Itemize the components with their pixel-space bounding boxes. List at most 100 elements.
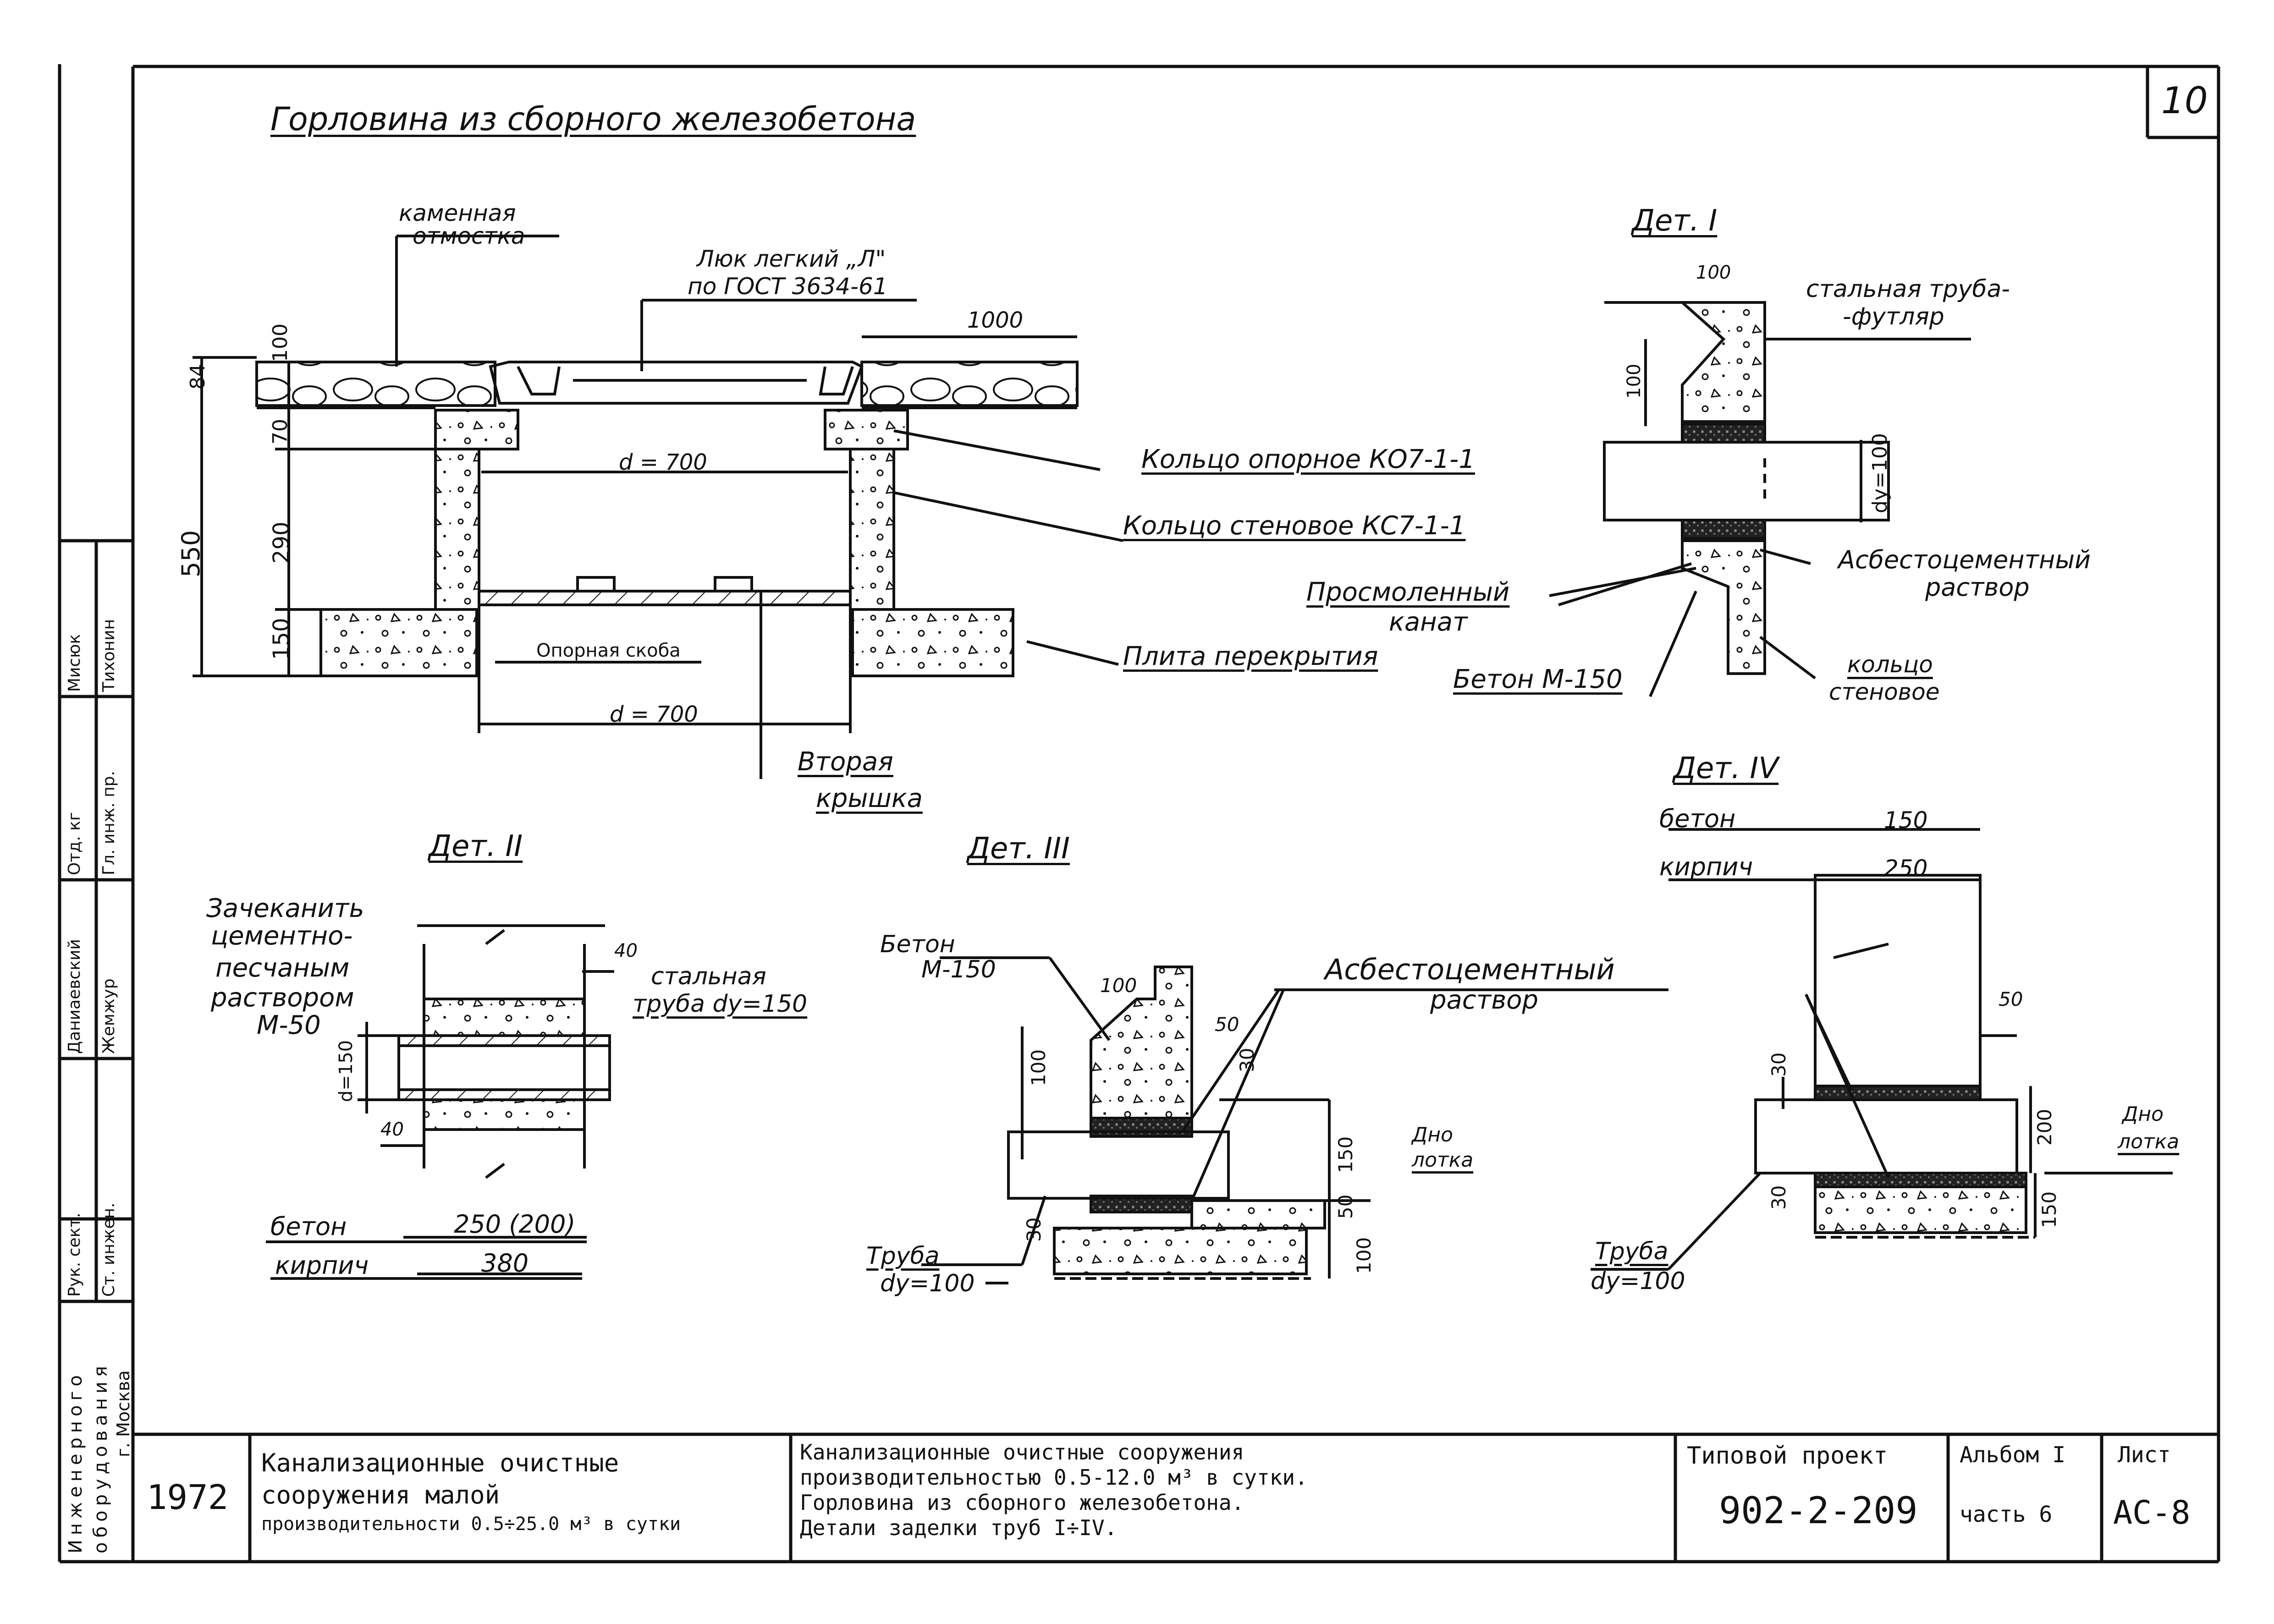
tb-year: 1972 [147, 1478, 229, 1517]
label-stone-paving-2: отмостка [413, 223, 525, 249]
detail-1-concrete: Бетон М-150 [1453, 664, 1623, 694]
side-role-3: Отд. кг [65, 812, 84, 875]
detail-1-tarred-rope-2: канат [1389, 607, 1468, 637]
side-org-1: Инженерного [65, 1371, 86, 1553]
detail-3-concrete-2: М-150 [921, 956, 996, 983]
detail-1-wall-lower [1681, 539, 1766, 675]
dim-1000: 1000 [967, 307, 1024, 333]
detail-4-dim-50: 50 [1999, 988, 2023, 1010]
detail-3-dim-150: 150 [1334, 1136, 1357, 1173]
detail-2-dim-d150: d=150 [336, 1040, 357, 1102]
detail-4-wall [1814, 874, 1982, 1087]
label-support-ring: Кольцо опорное КО7-1-1 [1141, 444, 1475, 474]
dim-70: 70 [269, 419, 292, 444]
tb-sheet-code: АС-8 [2113, 1494, 2191, 1531]
detail-1-dim-100-top: 100 [1696, 262, 1731, 283]
detail-3-dim-50: 50 [1215, 1013, 1239, 1036]
detail-1-steel-pipe-2: -футляр [1843, 303, 1944, 330]
detail-4-tray-bottom-1: Дно [2122, 1103, 2164, 1126]
stone-paving-left [255, 361, 496, 407]
detail-3-dim-30-low: 30 [1023, 1217, 1045, 1242]
detail-4-pipe-1: Труба [1595, 1238, 1668, 1265]
side-role-4: Гл. инж. пр. [99, 771, 118, 875]
detail-3-pipe [1007, 1130, 1230, 1200]
detail-4 [1591, 828, 2173, 1271]
detail-2-caulk-3: песчаным [215, 953, 350, 983]
detail-3-tray-bottom-2: лотка [1412, 1148, 1474, 1172]
detail-3-dim-100-side: 100 [1027, 1049, 1050, 1086]
detail-3-dim-50-low: 50 [1334, 1194, 1357, 1219]
detail-2-dim-40-top: 40 [614, 940, 638, 961]
detail-2-caulk-4: раствором [211, 983, 354, 1013]
tb-col2-3: Горловина из сборного железобетона. [800, 1490, 1244, 1515]
label-stone-paving-1: каменная [399, 200, 516, 226]
detail-4-dim-30: 30 [1767, 1052, 1790, 1077]
detail-2-brick: кирпич [275, 1251, 369, 1280]
detail-4-title: Дет. IV [1673, 752, 1778, 785]
label-slab: Плита перекрытия [1123, 642, 1378, 671]
detail-3-title: Дет. III [967, 832, 1070, 866]
detail-2-caulk-5: М-50 [257, 1010, 321, 1040]
wall-ring-left [434, 448, 480, 611]
detail-2-fill-bottom [423, 1098, 586, 1131]
detail-3-asbestos-2: раствор [1430, 985, 1539, 1015]
tb-project-label: Типовой проект [1687, 1442, 1888, 1470]
tb-col2-4: Детали заделки труб I÷IV. [800, 1515, 1118, 1540]
main-view [193, 235, 1123, 779]
tb-album-label: Альбом I [1960, 1442, 2066, 1468]
tb-project-number: 902-2-209 [1719, 1489, 1918, 1532]
tb-col1-2: сооружения малой [261, 1481, 500, 1509]
detail-4-dim-30-low: 30 [1767, 1185, 1790, 1210]
detail-2 [266, 924, 614, 1280]
tb-sheet-label: Лист [2118, 1442, 2171, 1468]
detail-4-dim-concrete: 150 [1884, 807, 1928, 834]
detail-3-fill [1190, 1199, 1326, 1229]
detail-2-fill-top [423, 998, 586, 1037]
detail-3-base [1053, 1227, 1308, 1275]
hatch-lid [489, 361, 864, 405]
detail-1-dim-dy100: dy=100 [1868, 433, 1892, 513]
detail-3-asbestos-1: Асбестоцементный [1325, 953, 1615, 986]
detail-4-tray-bottom-2: лотка [2118, 1130, 2180, 1153]
detail-2-caulk-1: Зачеканить [206, 894, 364, 923]
slab-right [851, 608, 1014, 677]
side-name-2: Жемжур [99, 978, 118, 1054]
detail-1-asbestos-2: раствор [1925, 573, 2030, 602]
label-second-cover-2: крышка [816, 784, 923, 813]
detail-3 [921, 956, 1668, 1284]
detail-1-wall-upper [1679, 301, 1766, 423]
tb-col2-2: производительностью 0.5-12.0 м³ в сутки. [800, 1465, 1308, 1490]
detail-1 [1549, 301, 1971, 697]
dim-100: 100 [269, 324, 292, 362]
side-name-4: Тихонин [99, 619, 118, 692]
detail-4-dim-150: 150 [2038, 1191, 2060, 1228]
detail-1-tarred-rope-1: Просмоленный [1306, 577, 1510, 607]
detail-3-dim-100-top: 100 [1100, 974, 1137, 997]
stone-paving-right [860, 361, 1079, 407]
detail-3-dim-100-low: 100 [1353, 1237, 1375, 1274]
slab-left [319, 608, 478, 677]
side-name-3: Мисюк [65, 634, 84, 692]
detail-1-ring-2: стеновое [1829, 679, 1940, 705]
tb-col1-3: производительности 0.5÷25.0 м³ в сутки [261, 1514, 681, 1535]
detail-1-seal-top [1681, 422, 1766, 444]
wall-ring-right [849, 448, 895, 611]
tb-album-part: часть 6 [1960, 1502, 2053, 1527]
detail-2-dim-40-bottom: 40 [380, 1119, 404, 1140]
detail-2-steel-pipe-2: труба dy=150 [633, 990, 808, 1018]
detail-3-pipe-1: Труба [866, 1242, 940, 1270]
side-name-1: Даниаевский [65, 939, 84, 1054]
detail-2-dim-brick: 380 [481, 1249, 529, 1278]
tb-col1-1: Канализационные очистные [261, 1448, 619, 1477]
side-role-2: Ст. инжен. [99, 1202, 118, 1297]
detail-1-pipe [1603, 441, 1890, 521]
detail-4-concrete: бетон [1659, 804, 1736, 833]
label-second-cover-1: Вторая [798, 747, 893, 777]
detail-3-pipe-2: dy=100 [880, 1270, 975, 1297]
side-org-2: оборудования [90, 1361, 111, 1553]
dim-d700-bottom: d = 700 [610, 702, 698, 727]
side-org-3: г. Москва [113, 1370, 133, 1457]
detail-1-title: Дет. I [1632, 204, 1718, 238]
sheet-number: 10 [2161, 79, 2208, 122]
support-ring-right [824, 409, 909, 450]
